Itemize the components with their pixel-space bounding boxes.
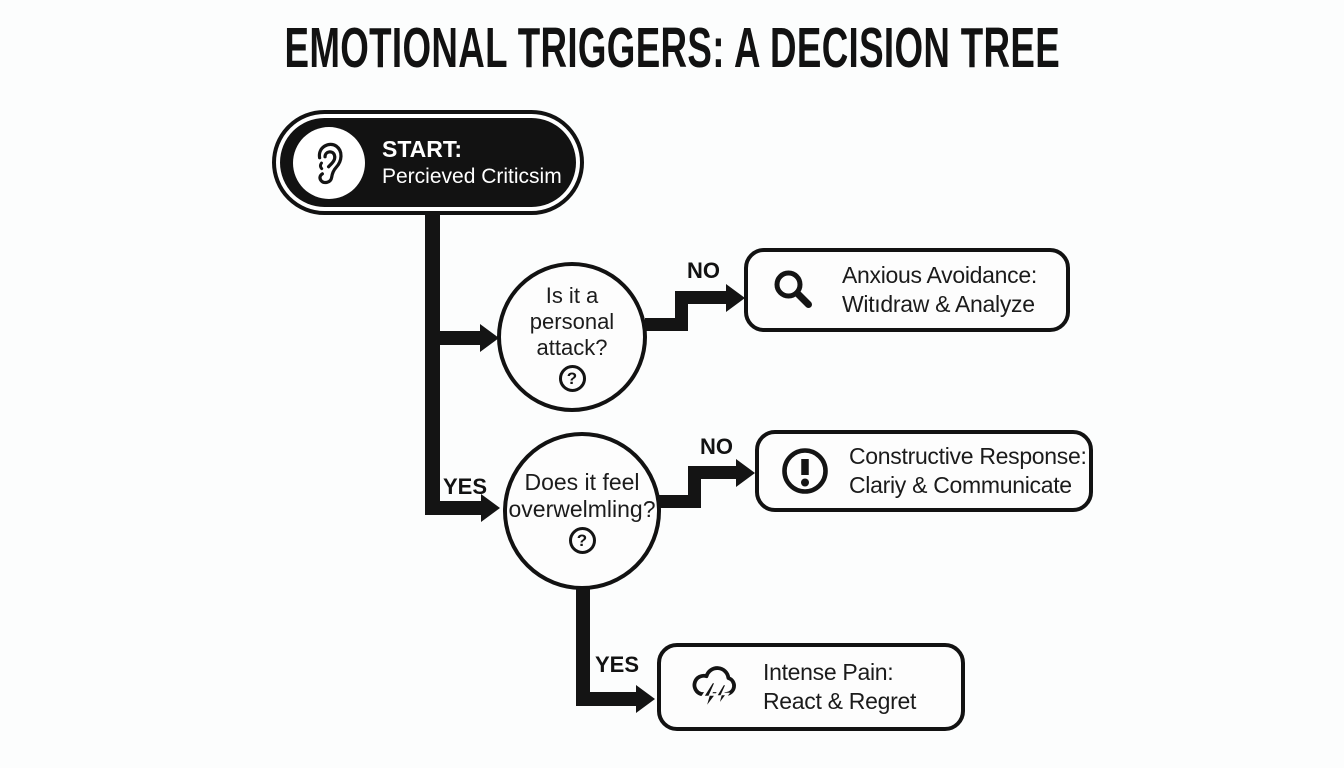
connector-no-1-c — [675, 291, 728, 304]
arrowhead-icon — [726, 283, 745, 312]
storm-cloud-icon — [685, 658, 743, 716]
arrowhead-icon — [636, 685, 655, 713]
question-mark-icon: ? — [568, 526, 596, 554]
start-node-inner: START: Percieved Criticsim — [280, 118, 576, 207]
outcome-node-intense-pain: Intense Pain: React & Regret — [657, 643, 965, 731]
arrowhead-icon — [736, 458, 755, 487]
outcome-2-subtitle: Clariy & Communicate — [849, 472, 1072, 498]
page-title-text: EMOTIONAL TRIGGERS: A DECISION TREE — [284, 17, 1060, 80]
ear-icon — [293, 126, 365, 199]
page-title: EMOTIONAL TRIGGERS: A DECISION TREE — [0, 16, 1344, 80]
exclamation-icon — [779, 445, 831, 497]
magnifier-icon — [770, 266, 818, 314]
outcome-1-title: Anxious Avoidance: — [842, 261, 1037, 288]
outcome-2-title: Constructive Response: — [849, 442, 1087, 469]
start-node: START: Percieved Criticsim — [272, 110, 584, 215]
connector-yes-2-h — [576, 692, 638, 706]
decision-node-overwhelming: Does it feel overwelmling? ? — [503, 432, 661, 590]
outcome-1-text: Anxious Avoidance: Witıdraw & Analyze — [842, 261, 1037, 320]
connector-to-decision-1 — [438, 331, 482, 345]
edge-label-yes-1: YES — [443, 474, 488, 499]
connector-trunk — [425, 212, 440, 515]
start-label: START: Percieved Criticsim — [382, 136, 562, 190]
start-label-bold: START: — [382, 135, 463, 162]
outcome-3-subtitle: React & Regret — [763, 688, 917, 714]
decision-1-line: Is it a — [545, 282, 599, 308]
outcome-node-anxious-avoidance: Anxious Avoidance: Witıdraw & Analyze — [744, 248, 1070, 332]
decision-1-line: personal — [529, 308, 615, 334]
question-mark-icon: ? — [558, 364, 586, 392]
start-label-sub: Percieved Criticsim — [382, 164, 562, 188]
decision-node-personal-attack: Is it a personal attack? ? — [497, 262, 647, 412]
connector-to-decision-2 — [425, 501, 483, 515]
connector-no-2-c — [688, 466, 738, 479]
outcome-node-constructive-response: Constructive Response: Clariy & Communic… — [755, 430, 1093, 512]
decision-2-line: Does it feel — [524, 468, 640, 495]
outcome-2-text: Constructive Response: Clariy & Communic… — [849, 442, 1087, 501]
decision-1-line: attack? — [536, 334, 608, 360]
decision-2-line: overwelmling? — [508, 495, 656, 522]
arrowhead-icon — [480, 324, 499, 352]
outcome-1-subtitle: Witıdraw & Analyze — [842, 291, 1035, 317]
outcome-3-text: Intense Pain: React & Regret — [763, 658, 916, 717]
arrowhead-icon — [481, 494, 500, 522]
edge-label-yes-2: YES — [595, 652, 640, 677]
edge-label-no-2: NO — [700, 434, 733, 459]
edge-label-no-1: NO — [687, 258, 720, 283]
outcome-3-title: Intense Pain: — [763, 658, 894, 685]
connector-yes-2-v — [576, 589, 590, 706]
